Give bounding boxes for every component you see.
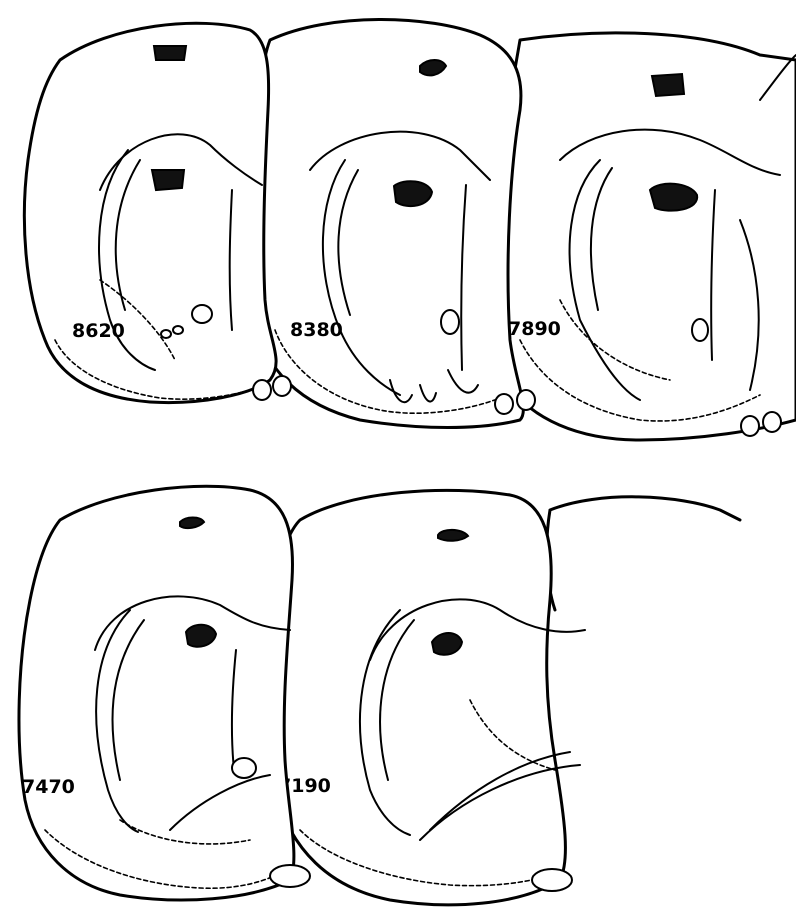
- section-8380: 8380: [248, 19, 535, 427]
- lesion-cortex: [438, 530, 468, 541]
- section-7190: 7190: [264, 490, 740, 905]
- small-nucleus-left: [161, 330, 171, 338]
- lesion-striatum: [650, 184, 697, 211]
- hemisphere-outline: [19, 486, 294, 900]
- section-label: 8620: [72, 320, 125, 342]
- optic-tract-left: [253, 380, 271, 400]
- nucleus-blob: [441, 310, 459, 334]
- lesion-cortex: [154, 46, 186, 60]
- optic-tract-right: [763, 412, 781, 432]
- optic-tract-left: [495, 394, 513, 414]
- lesion-striatum: [394, 181, 432, 206]
- lesion-cortex: [652, 74, 684, 96]
- section-7890: 7890: [493, 33, 796, 440]
- hemisphere-outline: [24, 23, 276, 402]
- optic-tract-right: [273, 376, 291, 396]
- right-lobe-outline: [547, 497, 740, 610]
- hemisphere-outline: [264, 490, 565, 905]
- small-nucleus-right: [173, 326, 183, 334]
- lesion-striatum: [152, 170, 184, 190]
- section-8620: 8620: [24, 23, 291, 402]
- section-label: 7890: [508, 318, 561, 340]
- section-label: 8380: [290, 319, 343, 341]
- nucleus-blob: [692, 319, 708, 341]
- hemisphere-outline: [493, 33, 796, 440]
- optic-tract: [270, 865, 310, 887]
- section-7470: 7470: [19, 486, 310, 900]
- lesion-striatum: [432, 633, 462, 655]
- nucleus-blob: [192, 305, 212, 323]
- optic-tract-right: [517, 390, 535, 410]
- section-label: 7470: [22, 776, 75, 798]
- optic-tract-left: [741, 416, 759, 436]
- hemisphere-outline: [248, 19, 523, 427]
- nucleus-blob: [232, 758, 256, 778]
- optic-tract: [532, 869, 572, 891]
